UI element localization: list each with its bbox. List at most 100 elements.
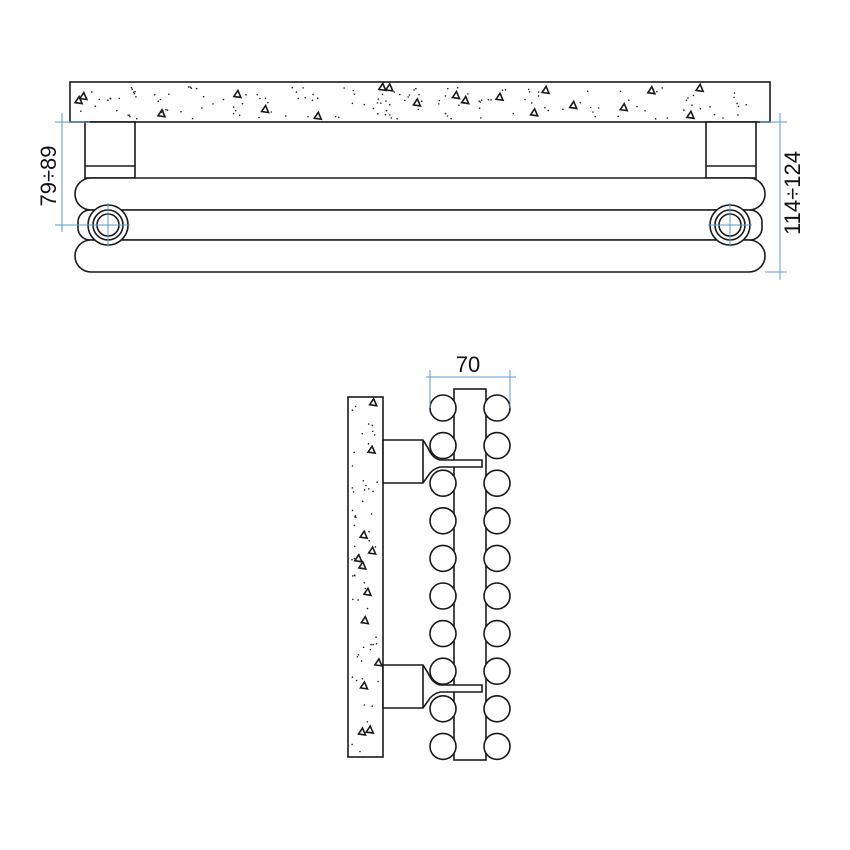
aggregate-dot (165, 108, 167, 111)
aggregate-dot (594, 115, 596, 118)
aggregate-dot (617, 115, 620, 118)
aggregate-mark (529, 107, 539, 117)
aggregate-dot (259, 97, 261, 100)
aggregate-dot (353, 524, 356, 527)
aggregate-dot (357, 599, 359, 601)
tube-circle (429, 469, 457, 498)
aggregate-mark (357, 560, 368, 570)
aggregate-dot (159, 98, 162, 101)
aggregate-mark (357, 726, 367, 737)
aggregate-mark (373, 657, 384, 667)
aggregate-dot (524, 98, 526, 101)
aggregate-dot (478, 107, 481, 109)
aggregate-dot (351, 575, 354, 577)
aggregate-dot (351, 743, 353, 746)
aggregate-dot (135, 95, 137, 98)
aggregate-dot (127, 114, 130, 116)
tube-circle (483, 431, 511, 460)
aggregate-dot (456, 86, 459, 89)
aggregate-dot (367, 423, 370, 425)
aggregate-mark (359, 680, 369, 690)
aggregate-dot (370, 643, 372, 646)
aggregate-dot (363, 489, 366, 491)
aggregate-dot (478, 100, 480, 102)
aggregate-dot (362, 646, 365, 649)
aggregate-dot (130, 86, 133, 89)
aggregate-dot (528, 91, 531, 93)
aggregate-dot (504, 88, 507, 91)
tube-circles (429, 394, 511, 761)
bracket-right (705, 121, 757, 179)
aggregate-dot (407, 96, 409, 98)
aggregate-dot (371, 430, 374, 433)
aggregate-dot (153, 94, 156, 96)
aggregate-dot (390, 86, 393, 88)
aggregate-dot (366, 720, 369, 723)
aggregate-dot (168, 93, 170, 95)
aggregate-dot (134, 90, 136, 93)
aggregate-dot (366, 607, 369, 610)
aggregate-mark (540, 84, 551, 95)
aggregate-dot (699, 107, 702, 110)
aggregate-dot (404, 99, 406, 102)
aggregate-dot (597, 107, 600, 109)
aggregate-dot (367, 442, 370, 445)
aggregate-dot (353, 574, 356, 576)
aggregate-dot (438, 99, 441, 102)
aggregate-dot (490, 99, 492, 101)
aggregate-dot (351, 409, 354, 411)
aggregate-dot (666, 117, 669, 119)
aggregate-dot (351, 465, 354, 467)
aggregate-dot (378, 88, 381, 91)
aggregate-dot (238, 114, 241, 117)
aggregate-dot (385, 100, 387, 102)
aggregate-dot (190, 87, 193, 89)
aggregate-dot (733, 96, 735, 99)
aggregate-dot (352, 89, 355, 92)
aggregate-dot (737, 114, 739, 116)
aggregate-dot (661, 87, 664, 89)
dimension-label-total-height: 114÷124 (780, 151, 805, 235)
aggregate-dot (385, 109, 388, 112)
dimension-label-bracket-height: 79÷89 (36, 145, 61, 206)
aggregate-mark (646, 85, 657, 95)
aggregate-mark (377, 81, 388, 92)
aggregate-dot (234, 109, 237, 112)
aggregate-dot (351, 558, 353, 561)
bracket-left (84, 121, 136, 179)
aggregate-mark (78, 90, 89, 101)
aggregate-dot (368, 539, 370, 542)
wall-section-texture (351, 397, 384, 753)
tube-circle (429, 732, 457, 761)
aggregate-dot (713, 113, 716, 116)
aggregate-dot (586, 90, 589, 93)
aggregate-dot (258, 116, 260, 119)
aggregate-dot (530, 102, 533, 104)
aggregate-dot (374, 546, 377, 548)
aggregate-dot (644, 109, 646, 112)
dimension-label-depth: 70 (456, 352, 480, 377)
aggregate-dot (376, 102, 379, 104)
aggregate-dot (418, 93, 420, 96)
aggregate-dot (353, 451, 356, 454)
aggregate-dot (384, 113, 387, 116)
aggregate-dot (375, 636, 377, 638)
dimension-depth (426, 370, 516, 408)
aggregate-dot (375, 642, 378, 645)
aggregate-dot (131, 88, 133, 90)
bracket-upper (382, 439, 483, 484)
aggregate-dot (745, 103, 747, 106)
aggregate-dot (91, 91, 93, 93)
wall-texture (73, 81, 747, 121)
aggregate-dot (413, 89, 415, 91)
aggregate-dot (636, 105, 638, 108)
tube-circle (483, 732, 511, 761)
bracket-lower (382, 664, 483, 709)
aggregate-dot (360, 660, 363, 662)
aggregate-mark (694, 82, 705, 93)
tube-circle (429, 582, 457, 610)
aggregate-dot (191, 117, 194, 120)
tube-circle (483, 619, 511, 648)
